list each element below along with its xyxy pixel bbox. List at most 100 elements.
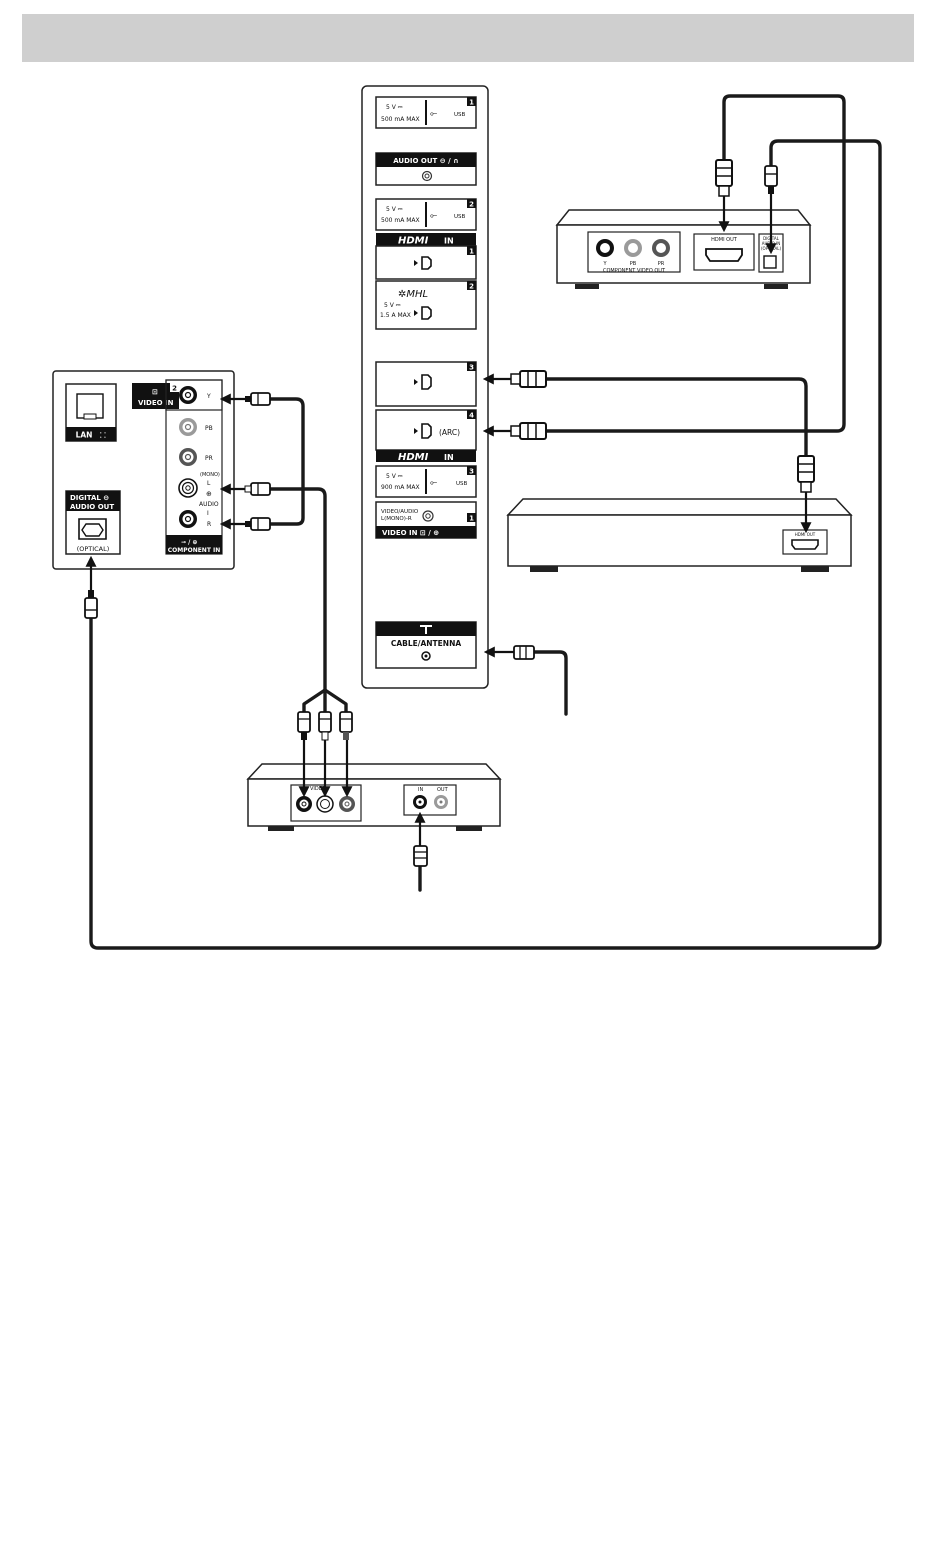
rca-plug-l [244,482,271,496]
video-in-1-port[interactable]: VIDEO/AUDIO L(MONO)-R VIDEO IN ⊡ / ⊕ 1 [375,501,477,539]
audio-out-port[interactable]: AUDIO OUT ⊖ / ∩ [375,152,477,186]
jack-label-y: Y [206,393,211,400]
hdmi-plug-hdmi3 [510,370,547,388]
audio-out-label: AUDIO OUT ⊖ / ∩ [393,157,459,165]
cable-box-video-label: VIDEO [310,786,326,792]
jack-label-pb: PB [205,425,213,432]
rca-cable-audio [268,487,327,692]
cable-box-out-label: OUT [437,787,449,793]
lan-port[interactable]: LAN ⸬ [65,383,117,442]
antenna-icon [420,625,432,634]
cable-antenna-port[interactable]: CABLE/ANTENNA [375,621,477,669]
video-in-2-label: ⊡ VIDEO IN 2 [132,383,179,409]
digital-audio-line1: DIGITAL ⊖ [70,494,109,502]
hdmi-port-4-arc[interactable]: (ARC) 4 [375,409,477,451]
player-hdmi-out[interactable]: HDMI OUT [693,233,755,271]
network-icon: ⸬ [100,432,106,440]
cable-box-rf-out[interactable] [434,795,448,809]
usb1-number: 1 [469,99,474,107]
hdmi2-number: 2 [469,283,474,291]
audio-jack-right[interactable]: I R [179,510,211,528]
usb-port-2[interactable]: 5 V ⎓ 500 mA MAX ⟜ USB 2 [375,198,477,231]
rca-plugs-cable-box [297,711,353,741]
hdmi2-spec-voltage: 5 V ⎓ [384,302,401,309]
optical-plug-top [764,165,778,194]
rca-plug-r [245,517,271,531]
hdmi4-number: 4 [469,412,474,420]
digital-audio-out-port[interactable]: DIGITAL ⊖ AUDIO OUT (OPTICAL) [65,490,121,555]
cable-box-rf-in[interactable] [413,795,427,809]
bluray-hdmi-out[interactable]: HDMI OUT [782,529,828,555]
audio-jack-left[interactable]: (MONO) L ⊕ AUDIO [178,472,220,508]
cables [84,94,882,950]
jack-label-pr: PR [205,455,213,462]
usb1-label: USB [454,112,466,118]
bluray-hdmi-label: HDMI OUT [795,532,816,537]
hdmi-port-2-mhl[interactable]: ✲MHL 5 V ⎓ 1.5 A MAX 2 [375,280,477,330]
usb2-spec-voltage: 5 V ⎓ [386,206,403,213]
hdmi-logo: HDMI [398,236,429,247]
hdmi1-number: 1 [469,248,474,256]
coax-plug-tv [513,645,535,660]
usb-port-3[interactable]: 5 V ⎓ 900 mA MAX ⟜ USB 3 [375,465,477,498]
video-in1-line2: L(MONO)-R [381,516,412,522]
cable-box-in-label: IN [418,787,423,793]
usb2-spec-current: 500 mA MAX [381,217,420,224]
usb-icon: ⟜ [430,109,437,119]
rca-plug-y [245,392,271,406]
tv-side-panel: LAN ⸬ ⊡ VIDEO IN 2 Y PB [52,370,235,570]
component-jack-pb[interactable]: PB [179,418,213,436]
hdmi-plug-top [715,159,733,197]
optical-label: (OPTICAL) [77,545,110,553]
hdmi-in-header: HDMI IN [376,233,476,247]
video-in2-label: VIDEO IN [138,399,174,407]
component-in-text: COMPONENT IN [168,547,221,554]
audio-label: AUDIO [199,501,219,508]
video-in1-number: 1 [469,515,474,523]
hdmi3-number: 3 [469,364,474,372]
usb2-number: 2 [469,201,474,209]
arc-label: (ARC) [439,428,460,437]
video-in1-line1: VIDEO/AUDIO [381,509,419,515]
component-video-out-label: COMPONENT VIDEO OUT [603,268,666,274]
hdmi-in-footer: HDMI IN [376,450,476,463]
hdmi-port-3[interactable]: 3 [375,361,477,407]
player-jack-y: Y [602,261,607,267]
coax-cable-antenna [532,650,568,716]
usb-icon: ⟜ [430,211,437,221]
optical-plug-bottom [84,590,98,619]
hdmi-plug-hdmi4 [510,422,547,440]
usb3-spec-voltage: 5 V ⎓ [386,473,403,480]
header-bar [22,14,914,62]
hdmi-out-label: HDMI OUT [711,237,738,243]
jack-label-l: L [207,480,211,487]
usb-port-1[interactable]: 5 V ⎓ 500 mA MAX ⟜ USB 1 [375,96,477,129]
component-icon: ⊸ / ⊕ [181,539,197,546]
usb1-spec-voltage: 5 V ⎓ [386,104,403,111]
hdmi2-spec-current: 1.5 A MAX [380,312,411,319]
player-jack-pr: PR [658,261,665,267]
jack-label-r: R [207,521,211,528]
input-icon: ⊡ [152,388,158,396]
usb1-spec-current: 500 mA MAX [381,116,420,123]
hdmi-plug-bluray [797,455,815,493]
video-in2-number: 2 [172,385,177,393]
hdmi-cable-bluray-to-hdmi3 [544,377,808,458]
coax-plug-box [413,845,428,867]
jack-label-i: I [207,510,209,517]
player-jack-pb: PB [630,261,637,267]
hdmi-cable-player-to-hdmi4 [544,94,846,433]
bluray-player: HDMI OUT [506,498,853,572]
component-jack-pr[interactable]: PR [179,448,213,466]
hdmi-in-suffix: IN [444,453,454,462]
usb3-spec-current: 900 mA MAX [381,484,420,491]
hdmi-port-1[interactable]: 1 [375,245,477,280]
hdmi-in-suffix: IN [444,237,454,246]
video-in1-footer: VIDEO IN ⊡ / ⊕ [382,529,439,537]
mono-label: (MONO) [200,472,220,478]
lan-label: LAN [76,431,93,440]
usb2-label: USB [454,214,466,220]
component-jack-y[interactable]: Y [179,386,211,404]
component-in-label: ⊸ / ⊕ COMPONENT IN [166,535,222,554]
